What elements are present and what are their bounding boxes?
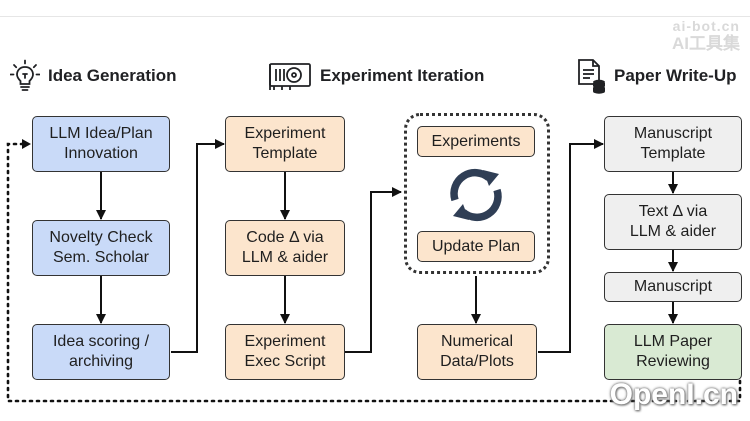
feedback-loop-arrowhead: [22, 139, 31, 149]
box-novelty-check: Novelty Check Sem. Scholar: [32, 220, 170, 276]
box-experiment-exec: Experiment Exec Script: [225, 324, 345, 380]
watermark-bottom-right: OpenI.cn: [609, 378, 738, 411]
top-divider: [0, 16, 750, 17]
header-idea-generation: Idea Generation: [10, 58, 176, 94]
arrow-scoring-to-template: [171, 139, 225, 353]
header-experiment-label: Experiment Iteration: [320, 66, 485, 85]
header-paper-write-up: Paper Write-Up: [576, 58, 737, 94]
document-database-icon: [578, 59, 605, 94]
box-code-delta: Code Δ via LLM & aider: [225, 220, 345, 276]
header-paper-label: Paper Write-Up: [614, 66, 737, 85]
header-experiment-iteration: Experiment Iteration: [268, 58, 484, 94]
iteration-loop-region: [404, 113, 550, 274]
box-numerical-data: Numerical Data/Plots: [417, 324, 537, 380]
watermark-line-2: AI工具集: [672, 34, 740, 53]
lightbulb-icon: [10, 59, 40, 91]
box-manuscript-template: Manuscript Template: [604, 116, 742, 172]
box-llm-paper-reviewing: LLM Paper Reviewing: [604, 324, 742, 380]
refresh-cycle-icon: [450, 168, 502, 222]
box-text-delta: Text Δ via LLM & aider: [604, 194, 742, 250]
box-update-plan: Update Plan: [417, 231, 535, 262]
box-llm-idea-plan: LLM Idea/Plan Innovation: [32, 116, 170, 172]
watermark-top-right: ai-bot.cn AI工具集: [672, 18, 740, 52]
arrow-exec-to-iteration: [345, 187, 402, 353]
header-idea-label: Idea Generation: [48, 66, 177, 85]
arrow-numerical-to-manuscript-template: [538, 139, 604, 353]
gpu-card-icon: [269, 63, 311, 90]
box-manuscript: Manuscript: [604, 272, 742, 302]
box-experiment-template: Experiment Template: [225, 116, 345, 172]
box-experiments: Experiments: [417, 126, 535, 157]
feedback-loop-line: [6, 142, 742, 403]
box-idea-scoring: Idea scoring / archiving: [32, 324, 170, 380]
watermark-line-1: ai-bot.cn: [672, 18, 740, 34]
